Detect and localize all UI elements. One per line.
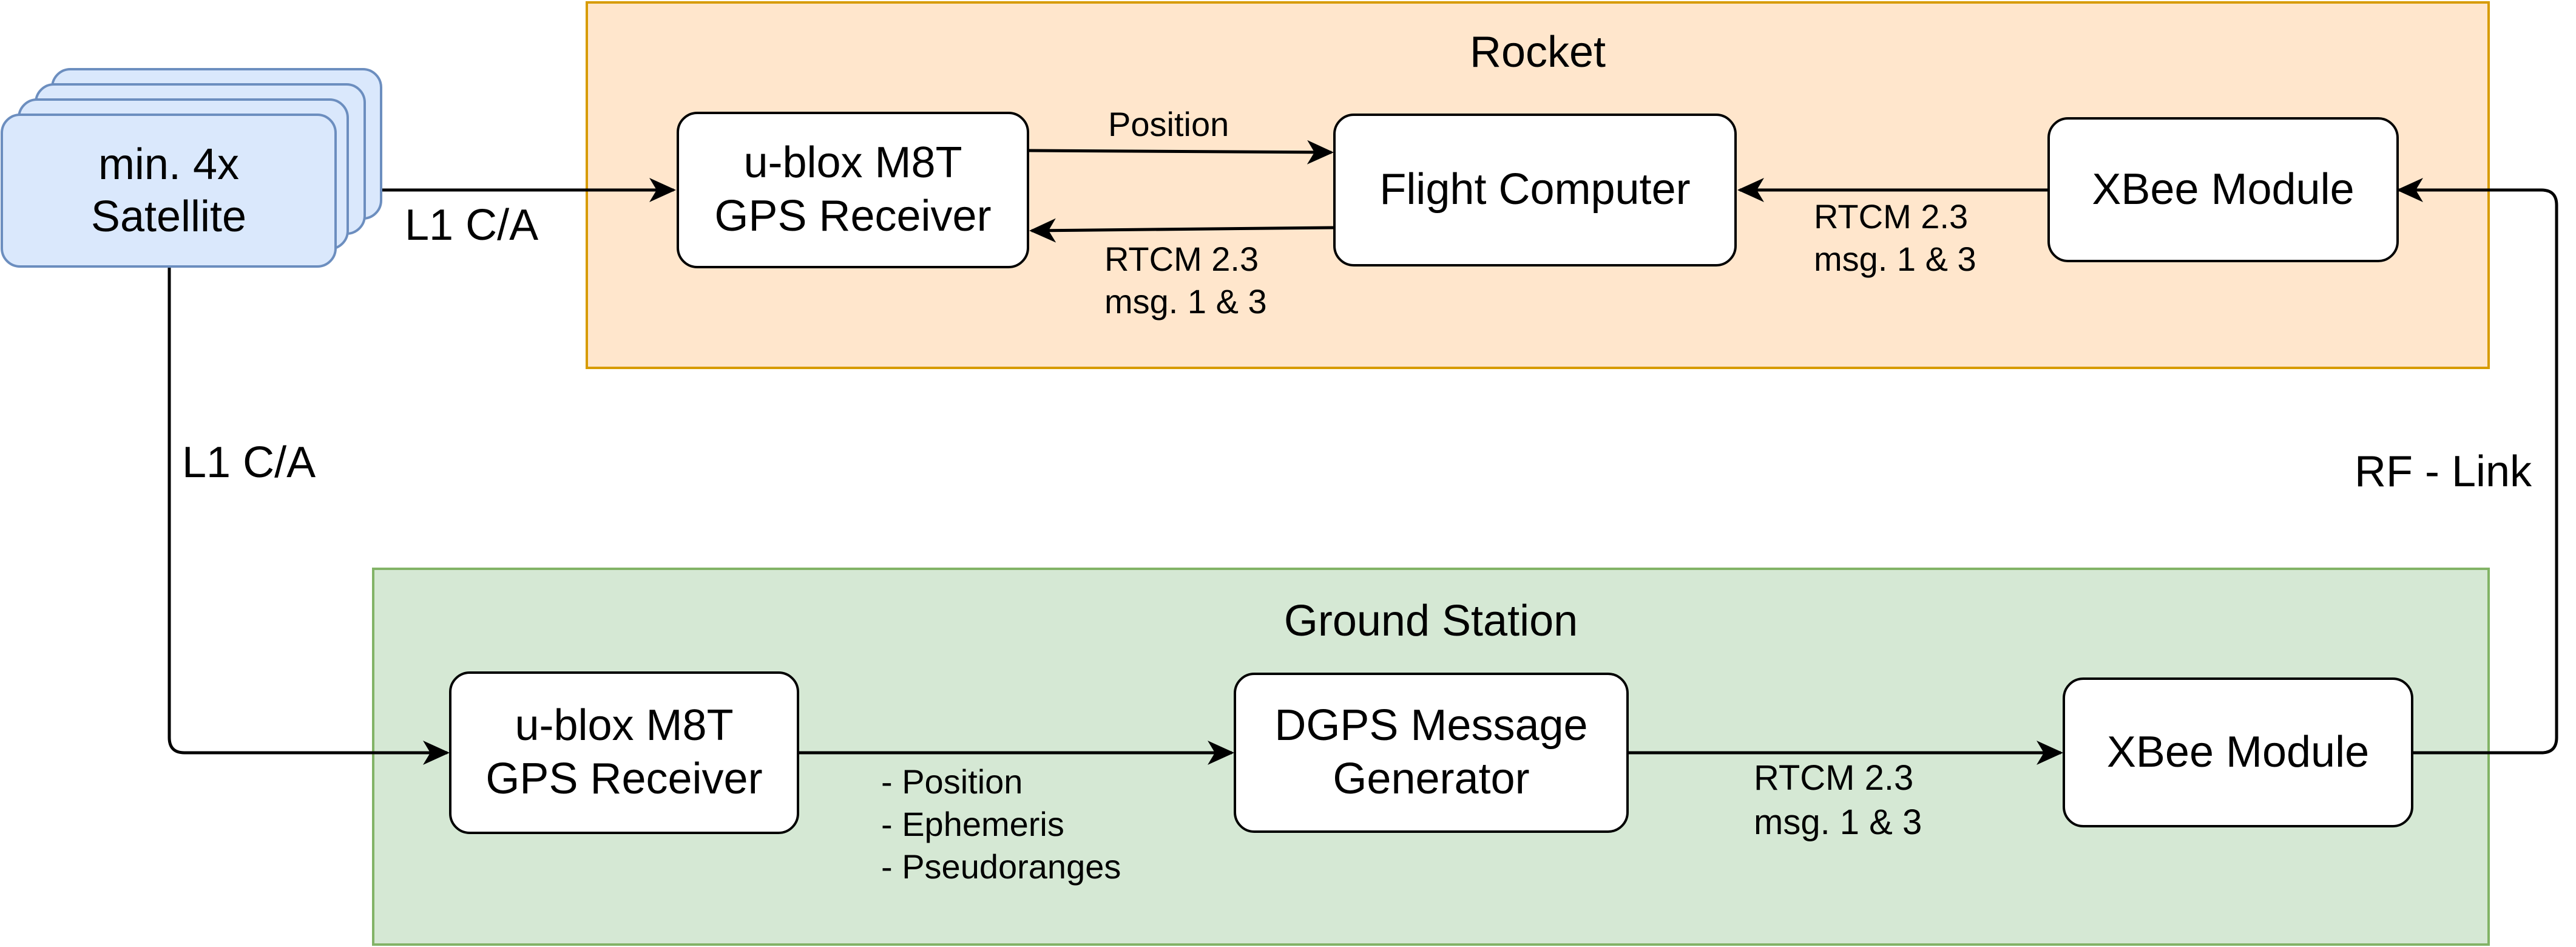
satellite-node: min. 4x Satellite (1, 114, 337, 268)
edge-label-sat-to-ground-gps: L1 C/A (182, 438, 316, 487)
ground-station-title: Ground Station (1283, 597, 1578, 645)
rocket-gps-receiver-node: u-blox M8T GPS Receiver (677, 112, 1029, 268)
rocket-xbee-label: XBee Module (2092, 165, 2355, 214)
rocket-gps-receiver-line2: GPS Receiver (714, 192, 992, 240)
edge-label-line: RTCM 2.3 (1754, 758, 1914, 798)
flight-computer-node: Flight Computer (1333, 114, 1737, 266)
ground-gps-receiver-node: u-blox M8T GPS Receiver (449, 671, 799, 834)
rocket-title: Rocket (1469, 28, 1606, 76)
edge-label-line: - Position (881, 762, 1023, 801)
satellite-label-line2: Satellite (90, 192, 247, 241)
ground-xbee-label: XBee Module (2106, 727, 2370, 776)
edge-label-line: RTCM 2.3 (1104, 240, 1259, 278)
edge-label-fc-to-rocket-gps: RTCM 2.3 msg. 1 & 3 (1104, 238, 1267, 323)
edge-label-line: - Ephemeris (881, 805, 1064, 843)
edge-label-line: msg. 1 & 3 (1104, 282, 1267, 321)
rocket-xbee-module-node: XBee Module (2047, 117, 2399, 262)
edge-label-rf-link: RF - Link (2355, 447, 2532, 496)
edge-label-line: - Pseudoranges (881, 847, 1121, 886)
edge-rocket-gps-to-fc (1029, 140, 1334, 165)
edge-fc-to-rocket-gps (1029, 218, 1334, 243)
edge-label-line: msg. 1 & 3 (1814, 240, 1976, 278)
edge-label-position: Position (1108, 105, 1229, 143)
satellite-label-line1: min. 4x (98, 140, 240, 189)
dgps-label-line1: DGPS Message (1274, 701, 1588, 750)
edge-sat-to-ground-gps (167, 268, 450, 765)
rocket-gps-receiver-line1: u-blox M8T (743, 138, 962, 188)
dgps-label-line2: Generator (1333, 755, 1530, 803)
flight-computer-label: Flight Computer (1379, 165, 1691, 214)
edge-label-xbee-to-fc: RTCM 2.3 msg. 1 & 3 (1814, 195, 1976, 280)
edge-label-line: msg. 1 & 3 (1754, 802, 1922, 842)
edge-rf-link (2396, 178, 2558, 755)
ground-gps-receiver-line2: GPS Receiver (485, 755, 763, 803)
ground-gps-receiver-line1: u-blox M8T (515, 701, 734, 750)
edge-label-line: RTCM 2.3 (1814, 197, 1969, 236)
ground-xbee-module-node: XBee Module (2063, 677, 2413, 827)
dgps-message-generator-node: DGPS Message Generator (1234, 673, 1629, 833)
edge-label-dgps-to-xbee: RTCM 2.3 msg. 1 & 3 (1754, 756, 1922, 844)
edge-label-sat-to-rocket-gps: L1 C/A (405, 201, 539, 249)
edge-label-ground-gps-to-dgps: - Position - Ephemeris - Pseudoranges (881, 761, 1121, 888)
